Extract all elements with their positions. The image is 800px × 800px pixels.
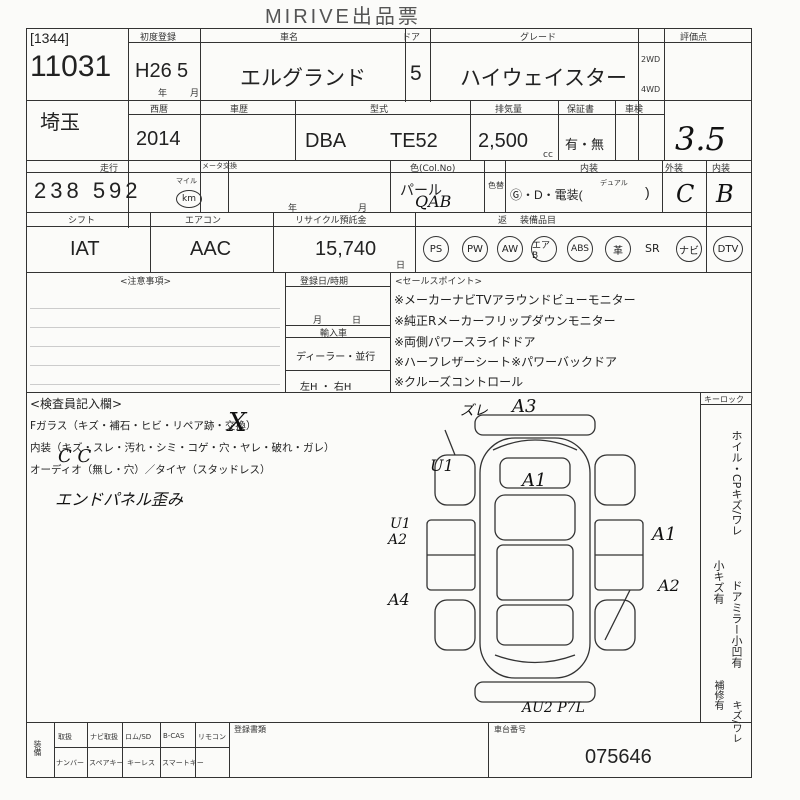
inspector-audio: オーディオ（無し・穴）／タイヤ（スタッドレス） xyxy=(30,464,271,476)
aircon-value: AAC xyxy=(190,238,232,260)
label-grade: グレード xyxy=(520,33,557,43)
mark-zure: ズレ xyxy=(460,403,488,419)
equip-leather: 革 xyxy=(605,236,631,262)
mark-u1-top: U1 xyxy=(430,456,454,475)
era-year: H26 xyxy=(135,60,172,82)
label-doors: ドア xyxy=(402,33,421,43)
lot-number: 11031 xyxy=(30,50,112,83)
label-score: 評価点 xyxy=(680,33,708,43)
interior-grade: C xyxy=(676,180,695,208)
inspector-note: エンドパネル歪み xyxy=(55,490,184,509)
equip-airbag: エアB xyxy=(531,236,557,262)
right-note-4: キズ/ワレ xyxy=(730,700,741,744)
inspector-heading: <検査員記入欄> xyxy=(30,397,123,411)
recycle-value: 15,740 xyxy=(315,238,377,260)
km-circle: km xyxy=(176,190,202,208)
inspector-interior: 内装（キズ・スレ・汚れ・シミ・コゲ・穴・ヤレ・破れ・ガレ） xyxy=(30,442,335,454)
serial-number: 075646 xyxy=(585,746,652,768)
label-first-reg: 初度登録 xyxy=(140,33,177,43)
inspector-glass: Fガラス（キズ・補石・ヒビ・リペア跡・交換） xyxy=(30,420,257,432)
mark-right-a2: A2 xyxy=(658,576,680,595)
mark-a3: A3 xyxy=(512,396,537,417)
equip-sr: SR xyxy=(645,242,660,255)
interior-mark: C C xyxy=(58,446,92,467)
mark-a1-top: A1 xyxy=(522,470,547,491)
car-diagram xyxy=(426,414,644,703)
form-frame xyxy=(26,28,752,778)
note-lines xyxy=(30,290,280,390)
exterior-grade: B xyxy=(716,180,734,208)
score-value: 3.5 xyxy=(675,120,726,158)
x-mark: X xyxy=(228,408,247,438)
right-note-5: 補修有 xyxy=(712,680,723,710)
doors-value: 5 xyxy=(410,62,422,85)
sales-point-1: ※メーカーナビTVアラウンドビューモニター xyxy=(394,293,636,307)
sales-point-2: ※純正Rメーカーフリップダウンモニター xyxy=(394,314,616,328)
option-row: Ⓖ・D・電装( xyxy=(510,188,583,202)
sales-point-5: ※クルーズコントロール xyxy=(394,375,524,389)
location: 埼玉 xyxy=(40,112,80,134)
mark-left-a2: A2 xyxy=(388,532,408,548)
displacement: 2,500 xyxy=(478,130,529,152)
grade-value: ハイウェイスター xyxy=(460,67,627,90)
model-code: TE52 xyxy=(390,130,438,152)
color-name: パール xyxy=(400,182,442,198)
mark-left-u1: U1 xyxy=(390,516,411,532)
sales-point-3: ※両側パワースライドドア xyxy=(394,335,536,349)
equip-ps: PS xyxy=(423,236,449,262)
sheet-title: MIRIVE出品票 xyxy=(265,6,421,28)
sales-point-4: ※ハーフレザーシート※パワーバックドア xyxy=(394,355,618,369)
mileage: 238 592 xyxy=(34,178,142,203)
right-note-1: ホイル・CPキズ/ワレ xyxy=(730,430,743,537)
equip-dtv: DTV xyxy=(713,236,743,262)
mark-right-a1: A1 xyxy=(652,524,677,545)
color-code: QAB xyxy=(415,192,452,211)
shift-value: IAT xyxy=(70,238,100,260)
right-note-3: ドアミラー小凹有 xyxy=(730,580,743,668)
model-year: 2014 xyxy=(136,128,181,150)
equip-pw: PW xyxy=(462,236,488,262)
era-month: 5 xyxy=(177,60,189,82)
right-note-2: 小キズ有 xyxy=(712,560,725,604)
import-dealer: ディーラー・並行 xyxy=(296,352,376,363)
lot-bracket: [1344] xyxy=(30,30,69,46)
mark-bottom-note: AU2 P7L xyxy=(522,700,585,716)
warranty-value: 有・無 xyxy=(565,137,605,152)
equip-aw: AW xyxy=(497,236,523,262)
import-handle: 左H ・ 右H xyxy=(300,382,352,393)
model-prefix: DBA xyxy=(305,130,347,152)
label-car-name: 車名 xyxy=(280,33,299,43)
car-name: エルグランド xyxy=(240,67,366,90)
equip-abs: ABS xyxy=(567,236,593,262)
equip-navi: ナビ xyxy=(676,236,702,262)
mark-left-a4: A4 xyxy=(388,590,410,609)
